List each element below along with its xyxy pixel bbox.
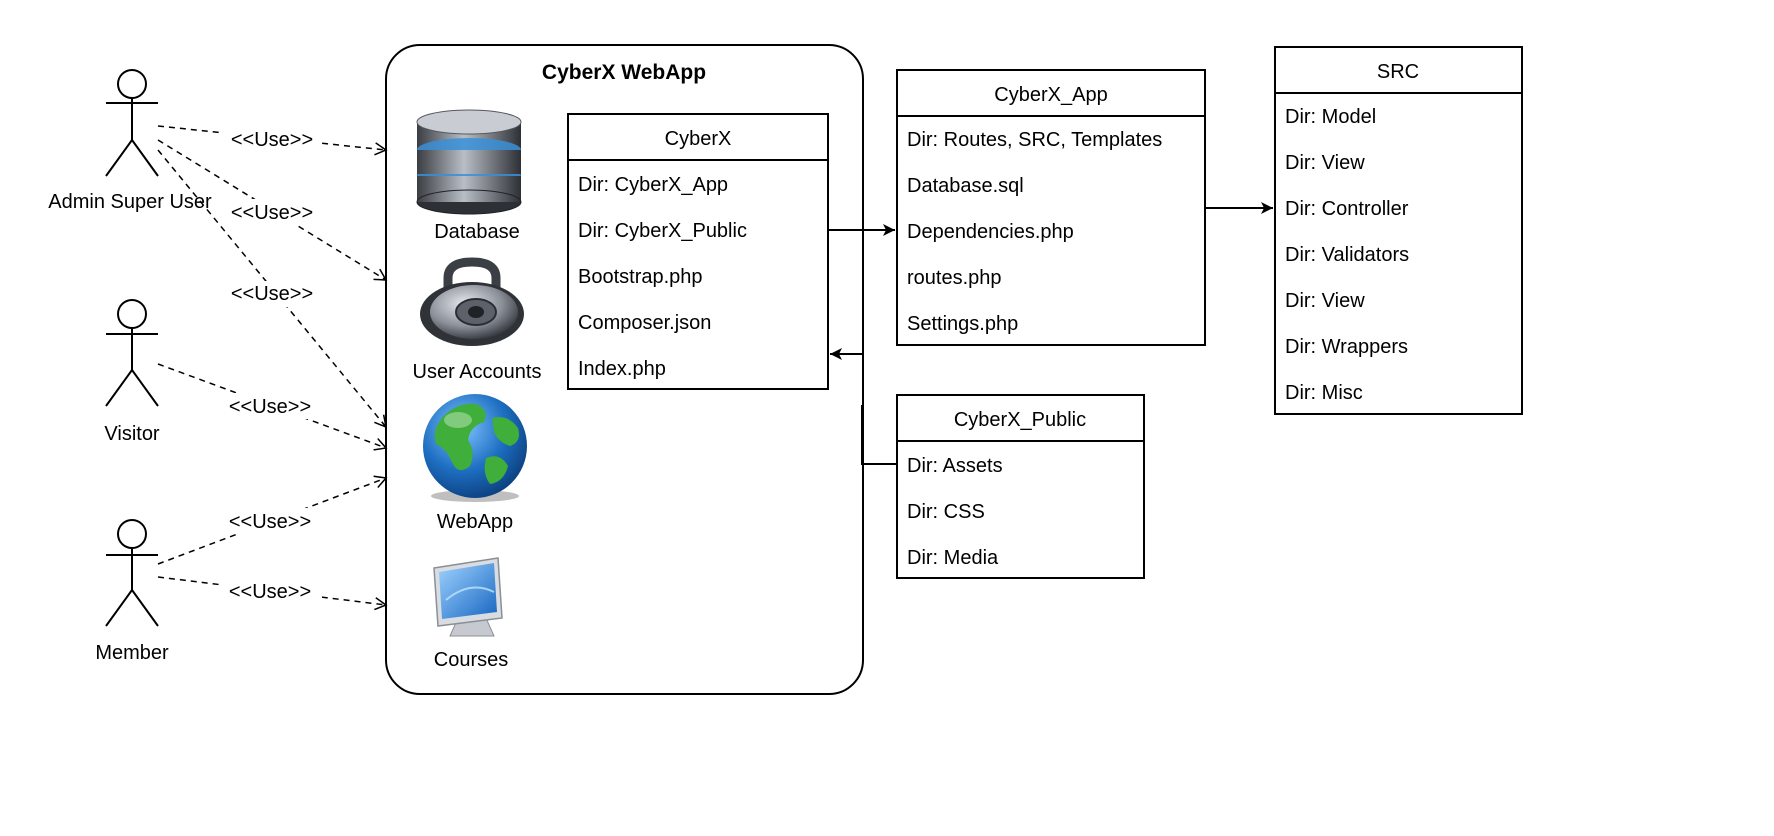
class-cyberx-public-title: CyberX_Public (954, 409, 1086, 431)
class-cyberx-public-row: Dir: Media (907, 547, 999, 569)
class-cyberx-app-title: CyberX_App (994, 84, 1107, 106)
class-cyberx-row: Index.php (578, 358, 666, 380)
class-src-row: Dir: Wrappers (1285, 336, 1408, 358)
class-cyberx-app: CyberX_App Dir: Routes, SRC, Templates D… (896, 69, 1206, 346)
lock-icon (420, 257, 524, 346)
class-cyberx-app-row: Settings.php (907, 313, 1018, 335)
class-src-row: Dir: View (1285, 152, 1365, 174)
actor-admin-label: Admin Super User (48, 191, 212, 213)
class-cyberx: CyberX Dir: CyberX_App Dir: CyberX_Publi… (567, 113, 829, 390)
class-cyberx-public-row: Dir: Assets (907, 455, 1003, 477)
actor-visitor (105, 299, 159, 407)
database-icon (416, 109, 522, 215)
monitor-icon (433, 557, 503, 637)
class-cyberx-app-row: Dir: Routes, SRC, Templates (907, 129, 1162, 151)
use-label-admin-webapp: <<Use>> (231, 283, 313, 305)
webapp-label: WebApp (437, 511, 513, 533)
actor-member-label: Member (95, 642, 169, 664)
class-src-row: Dir: Controller (1285, 198, 1409, 220)
webapp-boundary (385, 44, 864, 695)
use-label-admin-database: <<Use>> (231, 129, 313, 151)
class-cyberx-public-row: Dir: CSS (907, 501, 985, 523)
use-label-member-courses: <<Use>> (229, 581, 311, 603)
class-src-row: Dir: Validators (1285, 244, 1409, 266)
class-src-row: Dir: View (1285, 290, 1365, 312)
courses-label: Courses (434, 649, 508, 671)
class-cyberx-row: Dir: CyberX_App (578, 174, 728, 196)
globe-icon (423, 394, 527, 502)
actor-member (105, 519, 159, 627)
edge-public-connector (861, 405, 897, 465)
class-cyberx-app-row: Dependencies.php (907, 221, 1074, 243)
database-label: Database (434, 221, 520, 243)
actor-admin (105, 69, 159, 177)
class-cyberx-public: CyberX_Public Dir: Assets Dir: CSS Dir: … (896, 394, 1145, 579)
accounts-label: User Accounts (413, 361, 542, 383)
use-label-member-webapp: <<Use>> (229, 511, 311, 533)
class-cyberx-row: Composer.json (578, 312, 711, 334)
class-cyberx-row: Dir: CyberX_Public (578, 220, 747, 242)
class-cyberx-row: Bootstrap.php (578, 266, 703, 288)
class-src-row: Dir: Model (1285, 106, 1376, 128)
class-src-title: SRC (1377, 61, 1419, 83)
actor-visitor-label: Visitor (104, 423, 160, 445)
class-src-row: Dir: Misc (1285, 382, 1363, 404)
class-cyberx-title: CyberX (665, 128, 732, 150)
class-cyberx-app-row: routes.php (907, 267, 1002, 289)
class-cyberx-app-row: Database.sql (907, 175, 1024, 197)
use-label-admin-accounts: <<Use>> (231, 202, 313, 224)
class-src: SRC Dir: Model Dir: View Dir: Controller… (1274, 46, 1523, 415)
webapp-title: CyberX WebApp (542, 61, 706, 84)
use-label-visitor-webapp: <<Use>> (229, 396, 311, 418)
